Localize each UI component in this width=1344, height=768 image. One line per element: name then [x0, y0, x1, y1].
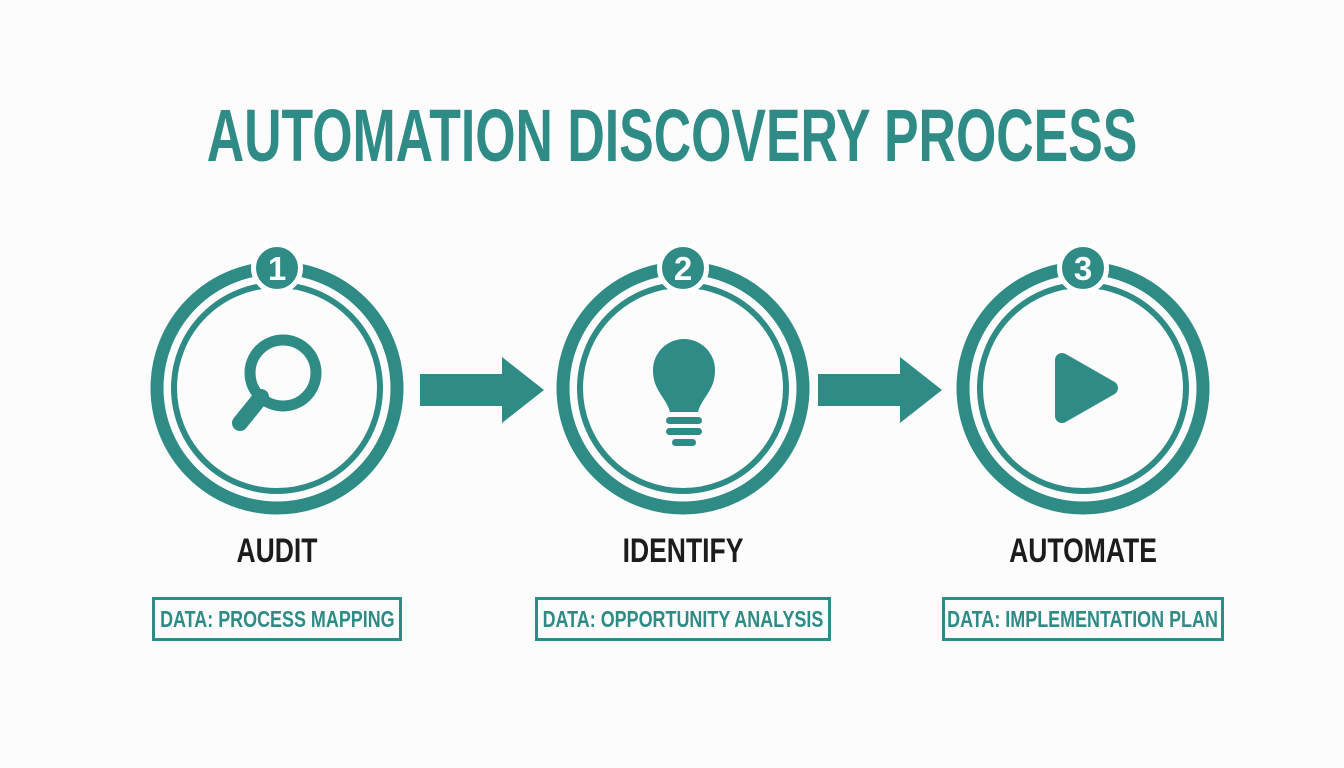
- step-2-ring-graphic: 2: [556, 242, 810, 515]
- step-label: AUTOMATE: [1009, 532, 1157, 570]
- step-1-ring-graphic: 1: [150, 242, 404, 515]
- outer-ring: [150, 261, 404, 515]
- step-number-badge: [657, 242, 709, 294]
- step-identify: 2 IDENTIFY DATA: OPPORTUNITY ANALYSIS: [535, 0, 831, 768]
- data-box: DATA: PROCESS MAPPING: [152, 597, 402, 641]
- page-title: AUTOMATION DISCOVERY PROCESS: [206, 94, 1138, 177]
- arrow-right-icon: [420, 357, 544, 423]
- data-box-text: DATA: IMPLEMENTATION PLAN: [947, 605, 1219, 632]
- step-label: AUDIT: [236, 532, 318, 570]
- step-number: 2: [674, 250, 692, 287]
- step-number: 1: [268, 250, 286, 287]
- step-number: 3: [1074, 250, 1092, 287]
- lightbulb-icon: [653, 339, 715, 446]
- step-audit: 1 AUDIT DATA: PROCESS MAPPING: [149, 0, 405, 768]
- step-number-badge: [1057, 242, 1109, 294]
- step-3-ring-graphic: 3: [956, 242, 1210, 515]
- step-automate: 3 AUTOMATE DATA: IMPLEMENTATION PLAN: [942, 0, 1224, 768]
- data-box-text: DATA: OPPORTUNITY ANALYSIS: [542, 605, 824, 632]
- data-box-text: DATA: PROCESS MAPPING: [159, 605, 395, 632]
- inner-ring: [171, 282, 383, 494]
- step-label: IDENTIFY: [622, 532, 744, 570]
- play-icon: [1055, 353, 1118, 423]
- data-box: DATA: IMPLEMENTATION PLAN: [942, 597, 1224, 641]
- data-box: DATA: OPPORTUNITY ANALYSIS: [535, 597, 831, 641]
- step-number-badge: [251, 242, 303, 294]
- arrow-right-icon: [818, 357, 942, 423]
- magnifier-icon: [232, 334, 322, 431]
